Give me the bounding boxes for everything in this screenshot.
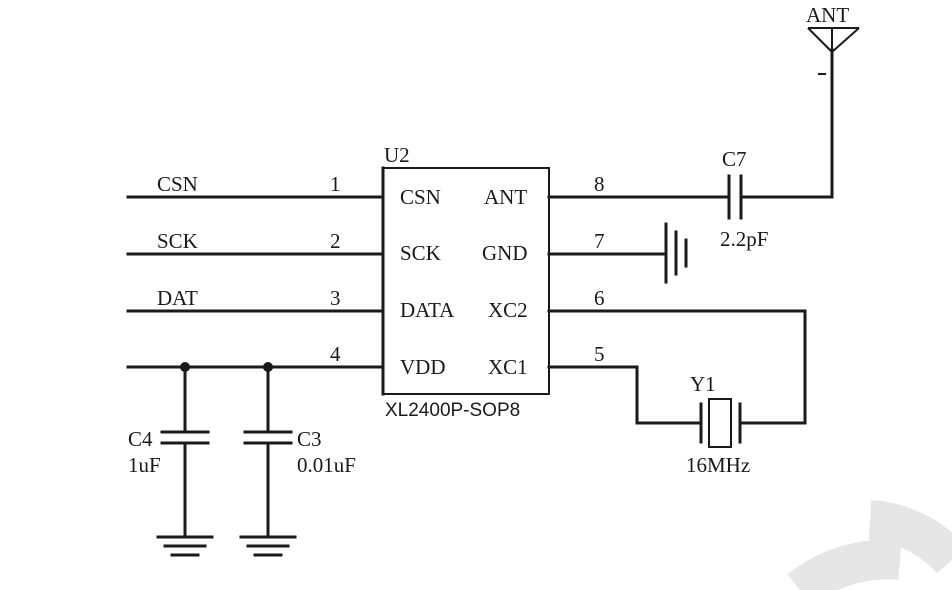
antenna-icon — [807, 27, 860, 75]
pin-name-sck: SCK — [400, 241, 441, 265]
wire-xc2 — [547, 309, 807, 425]
capacitor-c4 — [160, 365, 210, 538]
pin-number-4: 4 — [330, 342, 341, 366]
antenna-label: ANT — [806, 3, 849, 27]
ground-icon-c4 — [156, 535, 214, 557]
wire-c7-to-antenna — [740, 48, 834, 199]
wire-xc1 — [547, 365, 702, 425]
c7-value: 2.2pF — [720, 227, 768, 251]
capacitor-c3 — [243, 365, 293, 538]
chip-refdes: U2 — [384, 143, 410, 167]
net-label-csn: CSN — [157, 172, 198, 196]
chip-part-number: XL2400P-SOP8 — [385, 400, 520, 421]
pin-number-8: 8 — [594, 172, 605, 196]
pin-number-5: 5 — [594, 342, 605, 366]
y1-value: 16MHz — [686, 453, 750, 477]
pin-name-vdd: VDD — [400, 355, 446, 379]
pin-number-1: 1 — [330, 172, 341, 196]
pin-name-xc2: XC2 — [488, 298, 528, 322]
c3-value: 0.01uF — [297, 453, 356, 477]
pin-number-3: 3 — [330, 286, 341, 310]
net-label-dat: DAT — [157, 286, 198, 310]
watermark-arc-2 — [787, 539, 902, 590]
ground-icon-c3 — [239, 535, 297, 557]
pin-number-2: 2 — [330, 229, 341, 253]
c4-ref: C4 — [128, 427, 153, 451]
c3-ref: C3 — [297, 427, 322, 451]
pin-name-ant: ANT — [484, 185, 527, 209]
c4-value: 1uF — [128, 453, 161, 477]
pin-number-7: 7 — [594, 229, 605, 253]
ground-icon-pin7 — [664, 222, 688, 284]
watermark-arc — [868, 500, 952, 574]
pin-name-gnd: GND — [482, 241, 528, 265]
pin-name-data: DATA — [400, 298, 455, 322]
crystal-y1 — [699, 398, 742, 448]
pin-name-csn: CSN — [400, 185, 441, 209]
pin-name-xc1: XC1 — [488, 355, 528, 379]
pin-number-6: 6 — [594, 286, 605, 310]
y1-ref: Y1 — [690, 372, 716, 396]
c7-ref: C7 — [722, 147, 747, 171]
chip-body — [382, 167, 550, 395]
net-label-sck: SCK — [157, 229, 198, 253]
